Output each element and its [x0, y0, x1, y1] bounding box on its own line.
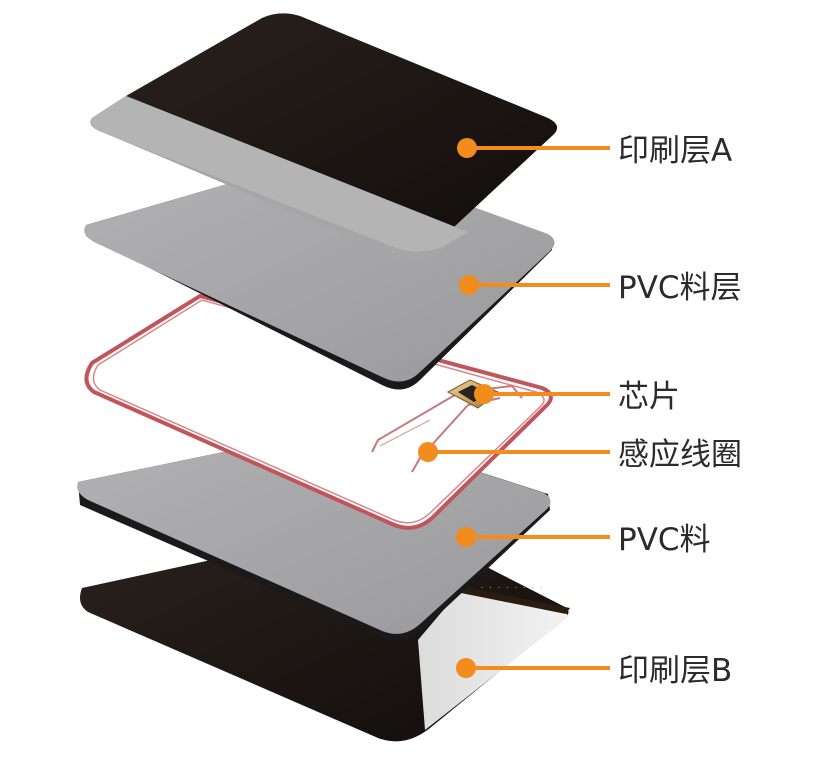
label-print-layer-a: 印刷层A — [618, 133, 732, 169]
label-coil: 感应线圈 — [618, 437, 742, 473]
label-pvc-material: PVC料 — [618, 522, 711, 558]
callout-coil: 感应线圈 — [418, 437, 742, 473]
label-chip: 芯片 — [618, 379, 680, 415]
label-print-layer-b: 印刷层B — [618, 653, 732, 689]
callout-pvc-material: PVC料 — [456, 522, 711, 558]
label-pvc-layer: PVC料层 — [618, 270, 742, 306]
callout-pvc-layer: PVC料层 — [459, 270, 742, 306]
magnetic-stripe-b — [418, 588, 568, 730]
callout-print-layer-b: 印刷层B — [456, 653, 732, 689]
svg-text:· · · · · · · ·: · · · · · · · · — [480, 584, 543, 592]
print-layer-a-card — [90, 13, 558, 261]
callout-chip: 芯片 — [474, 379, 680, 415]
callout-print-layer-a: 印刷层A — [457, 133, 732, 169]
